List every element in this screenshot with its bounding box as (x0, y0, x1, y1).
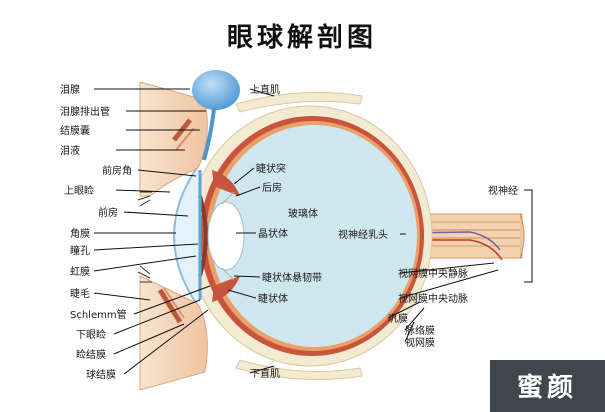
label-ciliary-body: 睫状体 (258, 292, 288, 305)
label-posterior-chamber: 后房 (262, 181, 282, 194)
label-pupil: 瞳孔 (70, 244, 90, 257)
label-lens: 晶状体 (258, 227, 288, 240)
rectus-muscles-shape (235, 91, 363, 381)
label-vitreous: 玻璃体 (288, 207, 318, 220)
label-conjunctival-sac: 结膜囊 (60, 124, 90, 137)
label-anterior-chamber: 前房 (98, 206, 118, 219)
label-optic-nerve: 视神经 (488, 184, 518, 197)
label-lower-eyelid: 下眼睑 (76, 328, 106, 341)
label-anterior-chamber-angle: 前房角 (102, 164, 132, 177)
label-central-retinal-artery: 视网膜中央动脉 (398, 292, 468, 305)
label-choroid: 脉络膜 (405, 324, 435, 337)
label-tear: 泪液 (60, 144, 80, 157)
leader-lines (93, 88, 533, 375)
label-upper-eyelid: 上眼睑 (64, 184, 94, 197)
label-optic-disc: 视神经乳头 (338, 228, 388, 241)
eyeball-shape (187, 105, 433, 367)
label-palpebral-conjunctiva: 睑结膜 (76, 348, 106, 361)
label-bulbar-conjunctiva: 球结膜 (86, 368, 116, 381)
watermark-badge (490, 360, 605, 412)
label-iris: 虹膜 (70, 266, 90, 278)
anterior-segment-shape (173, 165, 245, 307)
label-zonule: 睫状体悬韧带 (262, 271, 322, 284)
label-central-retinal-vein: 视网膜中央静脉 (398, 267, 468, 280)
label-eyelash: 睫毛 (70, 288, 90, 300)
label-inferior-rectus: 下直肌 (250, 367, 280, 380)
watermark-text: 蜜颜 (517, 372, 577, 403)
label-lacrimal-gland: 泪腺 (60, 83, 80, 96)
label-sclera: 巩膜 (388, 313, 408, 325)
label-lacrimal-duct: 泪腺排出管 (60, 105, 110, 118)
label-retina: 视网膜 (405, 336, 435, 349)
label-schlemm-canal: Schlemm管 (70, 308, 127, 321)
label-cornea: 角膜 (70, 228, 90, 240)
page-title: 眼球解剖图 (227, 22, 377, 53)
label-superior-rectus: 上直肌 (250, 83, 280, 96)
label-ciliary-process: 睫状突 (256, 162, 286, 175)
lacrimal-gland-shape (192, 70, 240, 300)
